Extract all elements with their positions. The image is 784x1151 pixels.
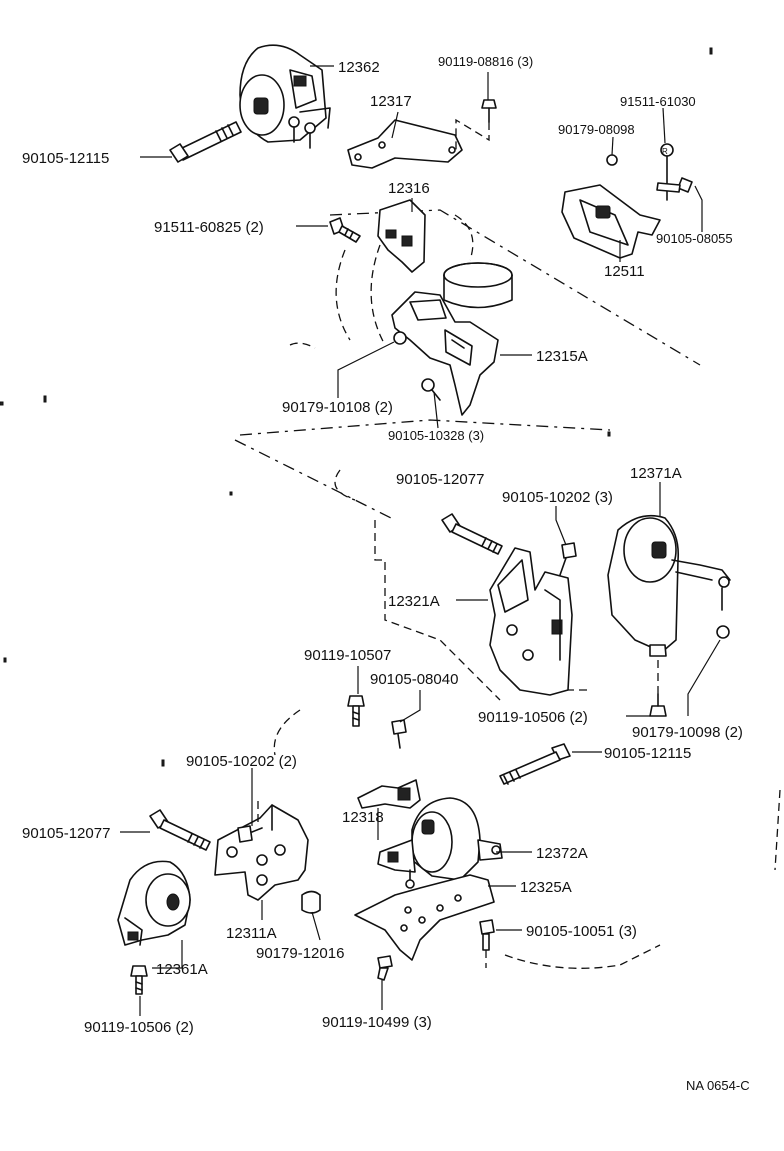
label-90179-12016: 90179-12016 (256, 945, 344, 962)
label-12362: 12362 (338, 59, 380, 76)
part-12325a-plate (354, 874, 495, 961)
part-12321a-bracket (489, 547, 573, 696)
label-90105-10202-low: 90105-10202 (2) (186, 753, 297, 770)
label-12311a: 12311A (226, 925, 277, 942)
bolt-90105-10202-low (237, 825, 263, 843)
bolt-90105-08040 (391, 719, 407, 749)
diagram-code: NA 0654-C (686, 1078, 750, 1093)
part-12316-bracket (377, 199, 426, 273)
bolt-90105-12077-low (149, 809, 211, 851)
part-12315a-bracket (391, 291, 499, 416)
nut-90179-10098 (716, 625, 730, 639)
label-12361a: 12361A (156, 961, 208, 978)
part-12371a-mount-insulator (607, 514, 731, 657)
label-90105-12115-low: 90105-12115 (604, 745, 691, 762)
label-90105-10051: 90105-10051 (3) (526, 923, 637, 940)
bolt-90119-10506-mid (649, 660, 667, 717)
label-12511: 12511 (604, 263, 645, 280)
leader-lines (120, 65, 721, 1016)
label-12371a: 12371A (630, 465, 682, 482)
part-12318-bracket (357, 779, 421, 809)
label-91511-60825: 91511-60825 (2) (154, 219, 264, 236)
label-12316: 12316 (388, 180, 430, 197)
label-90179-10108: 90179-10108 (2) (282, 399, 393, 416)
nut-90179-12016 (301, 890, 321, 914)
label-90105-12115-top: 90105-12115 (22, 150, 109, 167)
label-90119-10506-mid: 90119-10506 (2) (478, 709, 588, 726)
bolt-90119-10506-low (130, 965, 148, 995)
part-12361a-mount-insulator (117, 860, 191, 946)
label-12317: 12317 (370, 93, 412, 110)
label-90105-08055: 90105-08055 (656, 231, 733, 246)
label-90119-10499: 90119-10499 (3) (322, 1014, 432, 1031)
label-90119-10507: 90119-10507 (304, 647, 391, 664)
bolt-90119-10499 (377, 955, 393, 981)
bolt-90105-10051 (479, 919, 495, 968)
svg-text:R: R (662, 147, 668, 156)
bolt-91511-60825 (329, 217, 361, 243)
part-12362-mount-insulator (239, 44, 331, 149)
label-90105-10328: 90105-10328 (3) (388, 428, 484, 443)
bolt-90119-10507 (347, 695, 365, 727)
label-12321a: 12321A (388, 593, 440, 610)
label-90105-08040: 90105-08040 (370, 671, 458, 688)
label-90105-12077-low: 90105-12077 (22, 825, 110, 842)
bolt-90105-12115-low (499, 743, 571, 785)
label-90179-10098: 90179-10098 (2) (632, 724, 743, 741)
label-91511-61030: 91511-61030 (620, 94, 696, 109)
part-12311a-bracket (214, 800, 309, 901)
label-12372a: 12372A (536, 845, 588, 862)
part-labels: 12362 90119-08816 (3) 12317 91511-61030 … (22, 54, 750, 1093)
label-12315a: 12315A (536, 348, 588, 365)
label-12325a: 12325A (520, 879, 572, 896)
label-90179-08098: 90179-08098 (558, 122, 635, 137)
label-90119-10506-low: 90119-10506 (2) (84, 1019, 194, 1036)
part-12372a-mount-insulator (377, 797, 503, 889)
part-12511-bracket: R (561, 143, 693, 259)
label-12318: 12318 (342, 809, 384, 826)
label-90105-10202-mid: 90105-10202 (3) (502, 489, 613, 506)
part-12317-bracket (347, 119, 463, 169)
bolt-90105-12077-mid (441, 513, 503, 555)
bolt-90105-10202-mid (559, 542, 577, 576)
label-90105-12077-mid: 90105-12077 (396, 471, 484, 488)
engine-component-cylinder (443, 262, 513, 309)
label-90119-08816: 90119-08816 (3) (438, 54, 533, 69)
bolt-90119-08816 (455, 99, 497, 150)
engine-phantom-outline (234, 209, 781, 969)
scan-specks (0, 47, 713, 767)
bolt-90105-12115-top (169, 121, 242, 163)
